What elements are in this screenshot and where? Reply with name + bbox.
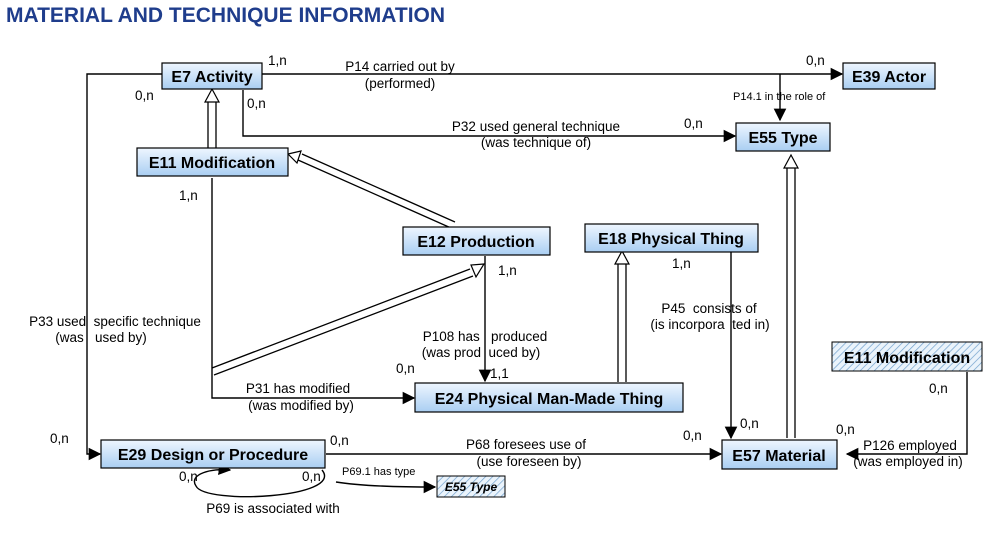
card-e57-p45: 0,n — [740, 416, 759, 431]
card-e57-p68: 0,n — [683, 428, 702, 443]
arrowhead-e24-e18 — [613, 249, 631, 265]
edge-e24-e18 — [617, 262, 627, 382]
card-e11-src: 1,n — [179, 188, 198, 203]
card-e18-src: 1,n — [672, 256, 691, 271]
card-p69-left: 0,n — [179, 469, 198, 484]
label-p69-1: P69.1 has type — [342, 466, 415, 478]
card-p108-tgt: 1,1 — [490, 366, 509, 381]
edge-e11-e7 — [207, 100, 217, 148]
edge-e12-e11 — [297, 153, 456, 229]
node-e18-label: E18 Physical Thing — [598, 231, 744, 248]
node-e39-actor: E39 Actor — [842, 62, 936, 90]
node-e57-label: E57 Material — [732, 448, 825, 465]
label-p108-inverse: (was prod uced by) — [422, 345, 541, 360]
label-p14: P14 carried out by — [345, 59, 455, 74]
label-p45-inverse: (is incorpora ted in) — [650, 317, 769, 332]
arrowhead-e11-e7 — [203, 87, 221, 103]
arrowhead-e57-e55 — [782, 153, 800, 169]
card-e7-left: 0,n — [135, 88, 154, 103]
card-e57-p126: 0,n — [836, 422, 855, 437]
node-e29-design-or-procedure: E29 Design or Procedure — [100, 439, 326, 469]
edge-p126 — [845, 372, 968, 461]
card-e29-right: 0,n — [330, 433, 349, 448]
label-p126: P126 employed — [863, 438, 957, 453]
card-p31-tgt: 0,n — [396, 361, 415, 376]
edge-p31 — [211, 178, 416, 405]
node-e29-label: E29 Design or Procedure — [118, 447, 308, 464]
label-p68-inverse: (use foreseen by) — [476, 454, 581, 469]
page-title: MATERIAL AND TECHNIQUE INFORMATION — [6, 4, 446, 27]
label-p32-inverse: (was technique of) — [481, 135, 591, 150]
label-p31: P31 has modified — [246, 381, 350, 396]
node-e24-physical-man-made-thing: E24 Physical Man-Made Thing — [414, 382, 684, 413]
node-e55-type-ref: E55 Type — [436, 475, 506, 498]
node-e18-physical-thing: E18 Physical Thing — [584, 223, 759, 253]
card-e39-p14-tgt: 0,n — [806, 53, 825, 68]
card-e12-src: 1,n — [498, 263, 517, 278]
node-e11-modification-ref: E11 Modification — [831, 341, 983, 372]
card-e7-p32-src: 0,n — [247, 96, 266, 111]
label-p68: P68 foresees use of — [466, 437, 586, 452]
card-e11b-src: 0,n — [929, 381, 948, 396]
edge-p69-1 — [335, 480, 437, 494]
node-e11b-label: E11 Modification — [844, 350, 970, 367]
label-p69: P69 is associated with — [206, 501, 340, 516]
label-p126-inverse: (was employed in) — [853, 454, 963, 469]
label-p33-inverse: (was used by) — [55, 330, 147, 345]
label-p31-inverse: (was modified by) — [248, 398, 354, 413]
node-e57-material: E57 Material — [721, 439, 838, 470]
label-p33: P33 used specific technique — [29, 314, 201, 329]
node-e12-production: E12 Production — [402, 226, 551, 256]
card-p69-right: 0,n — [302, 469, 321, 484]
node-e55b-label: E55 Type — [445, 480, 498, 494]
label-p45: P45 consists of — [661, 301, 757, 316]
arrowhead-e24-e12 — [470, 263, 486, 279]
node-e55-type: E55 Type — [735, 122, 831, 152]
node-e7-activity: E7 Activity — [161, 62, 263, 90]
card-e55-p32-tgt: 0,n — [684, 116, 703, 131]
edge-p69 — [193, 462, 326, 498]
label-p108: P108 has produced — [423, 329, 548, 344]
node-e55-label: E55 Type — [748, 130, 817, 147]
node-e7-label: E7 Activity — [171, 69, 252, 86]
label-p14-inverse: (performed) — [365, 76, 436, 91]
arrowhead-e12-e11 — [286, 150, 302, 165]
node-e24-label: E24 Physical Man-Made Thing — [435, 391, 664, 408]
edge-p33 — [86, 73, 162, 461]
label-p14-1: P14.1 in the role of — [733, 91, 826, 103]
card-e7-p14-src: 1,n — [268, 53, 287, 68]
label-p32: P32 used general technique — [452, 119, 620, 134]
node-e11-modification: E11 Modification — [136, 147, 289, 177]
node-e12-label: E12 Production — [417, 234, 534, 251]
edge-p32 — [242, 90, 737, 143]
node-e39-label: E39 Actor — [852, 69, 926, 86]
edge-e57-e55 — [786, 166, 796, 438]
edge-e24-e12 — [211, 268, 474, 376]
card-e29-left: 0,n — [50, 431, 69, 446]
node-e11-label: E11 Modification — [149, 155, 275, 172]
